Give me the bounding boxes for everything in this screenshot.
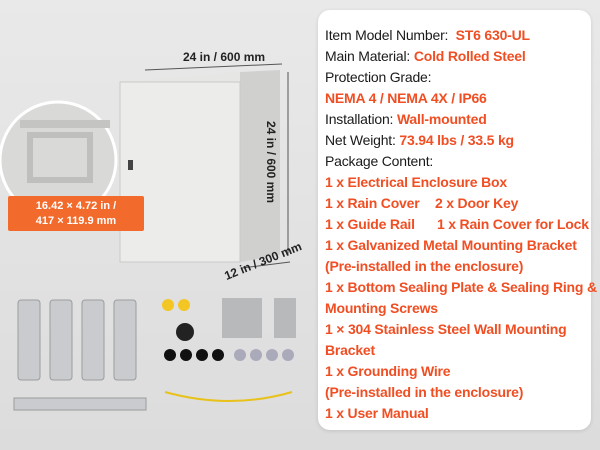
weight-row: Net Weight: 73.94 lbs / 33.5 kg [325,130,591,151]
package-item: 2 x Door Key [435,195,519,211]
package-item: (Pre-installed in the enclosure) [325,258,524,274]
material-label: Main Material: [325,48,411,64]
package-row: 1 x Guide Rail 1 x Rain Cover for Lock [325,214,591,235]
width-dimension: 24 in / 600 mm [183,50,266,64]
model-value: ST6 630-UL [455,27,530,43]
package-item: 1 x Bottom Sealing Plate & Sealing Ring … [325,279,597,295]
inner-size-callout: 16.42 × 4.72 in / 417 × 119.9 mm [8,196,144,231]
weight-label: Net Weight: [325,132,396,148]
height-dimension: 24 in / 600 mm [264,120,279,204]
inner-size-line1: 16.42 × 4.72 in / [35,200,117,212]
model-label: Item Model Number: [325,27,449,43]
weight-value: 73.94 lbs / 33.5 kg [399,132,514,148]
package-item: 1 x Grounding Wire [325,363,451,379]
package-item: 1 x Galvanized Metal Mounting Bracket [325,237,577,253]
material-row: Main Material: Cold Rolled Steel [325,46,591,67]
inner-size-line2: 417 × 119.9 mm [35,215,117,227]
installation-label: Installation: [325,111,394,127]
protection-label: Protection Grade: [325,69,432,85]
protection-value: NEMA 4 / NEMA 4X / IP66 [325,90,487,106]
package-item: 1 x Rain Cover for Lock [437,216,589,232]
installation-row: Installation: Wall-mounted [325,109,591,130]
package-row: 1 x Rain Cover 2 x Door Key [325,193,591,214]
model-row: Item Model Number: ST6 630-UL [325,25,591,46]
package-item: 1 x User Manual [325,405,429,421]
package-item: 1 × 304 Stainless Steel Wall Mounting [325,321,567,337]
installation-value: Wall-mounted [396,111,487,127]
package-item: Mounting Screws [325,300,438,316]
package-label: Package Content: [325,153,434,169]
package-item: 1 x Rain Cover [325,195,420,211]
package-item: 1 x Electrical Enclosure Box [325,174,507,190]
package-item: (Pre-installed in the enclosure) [325,384,524,400]
enclosure-illustration [0,63,296,411]
package-item: Bracket [325,342,375,358]
package-item: 1 x Guide Rail [325,216,415,232]
spec-card: Item Model Number: ST6 630-UL Main Mater… [318,10,597,430]
material-value: Cold Rolled Steel [413,48,526,64]
